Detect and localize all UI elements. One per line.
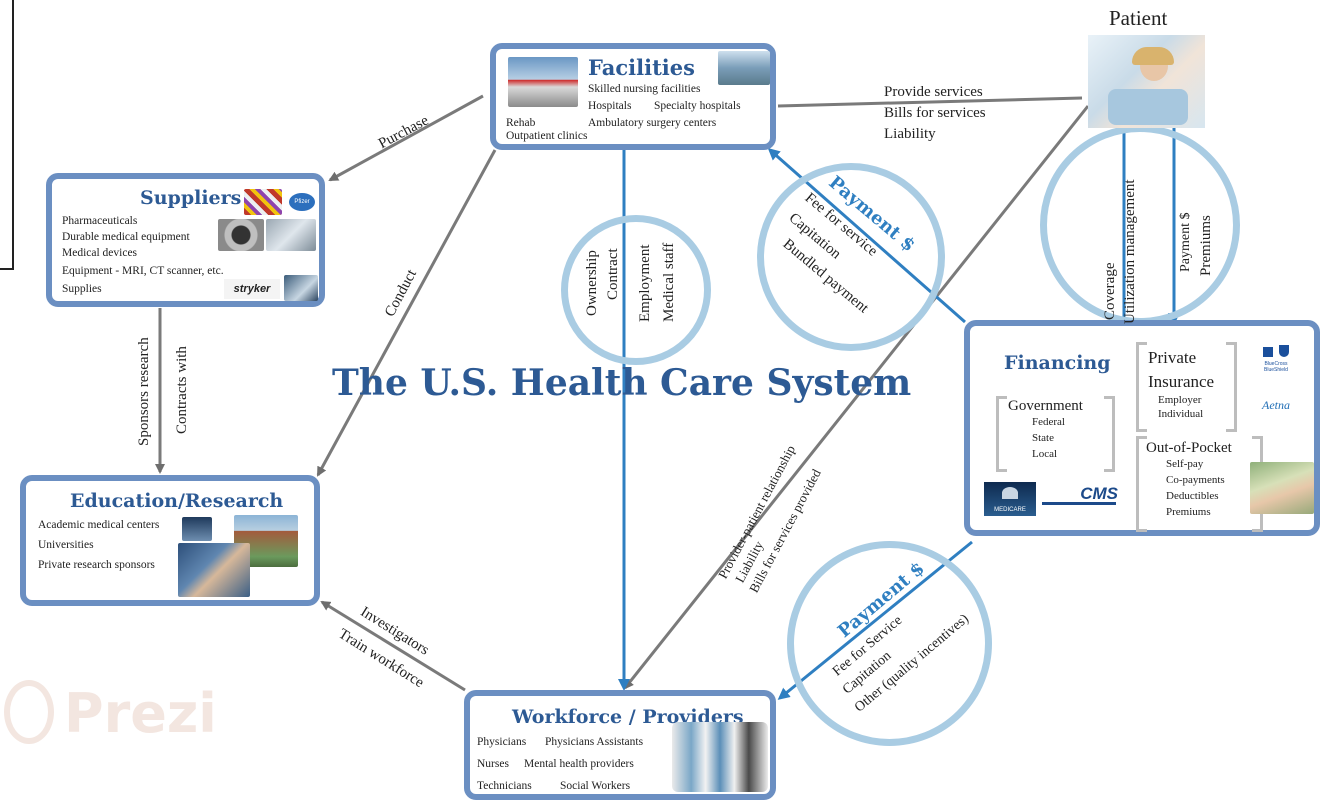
suppliers-item: Medical devices [62,247,138,259]
oop-photo-money [1250,462,1314,514]
suppliers-item: Durable medical equipment [62,231,190,243]
pfizer-logo: Pfizer [289,193,315,211]
financing-box: Financing Private Insurance Employer Ind… [964,320,1320,536]
arrow-investigators [320,600,466,692]
circle-ownership [561,215,711,365]
facilities-item: Ambulatory surgery centers [588,117,717,129]
workforce-item: Technicians [477,780,532,792]
facilities-item: Rehab [506,117,536,129]
line-provide-services [777,96,1083,108]
label-coverage: Coverage [1102,262,1118,320]
suppliers-item: Supplies [62,283,102,295]
workforce-photo-staff [672,722,768,792]
prezi-watermark: Prezi [64,682,217,745]
circle-payment-bottom [787,541,992,746]
private-item: Individual [1158,408,1204,420]
facilities-photo-building [718,51,770,85]
label-liability: Liability [884,126,936,142]
education-title: Education/Research [70,490,284,512]
facilities-item: Skilled nursing facilities [588,83,701,95]
workforce-box: Workforce / Providers Physicians Physici… [464,690,776,800]
cms-logo: CMS [1042,484,1124,514]
label-bills-for-services: Bills for services [884,105,986,121]
workforce-item: Social Workers [560,780,631,792]
arrow-conduct [316,149,497,477]
patient-label: Patient [1109,6,1168,30]
suppliers-photo-devices [266,219,316,251]
government-item: Federal [1032,416,1065,428]
arrow-purchase [328,94,484,182]
private-bracket-right [1226,342,1237,432]
label-contracts-with: Contracts with [174,346,190,434]
workforce-item: Physicians [477,736,527,748]
private-insurance-title: Private Insurance [1148,348,1215,391]
education-photo-lab [182,517,212,541]
facilities-box: Facilities Skilled nursing facilities Ho… [490,43,776,150]
medicare-logo: MEDICARE [984,482,1036,516]
private-item: Employer [1158,394,1202,406]
label-ownership: Ownership [584,250,600,316]
prezi-logo-icon [4,680,54,744]
label-utilization: Utilization management [1122,179,1138,324]
education-photo-doctors [178,543,250,597]
bluecross-logo: BlueCross BlueShield [1256,342,1296,373]
suppliers-photo-pills [244,189,282,215]
label-provide-services: Provide services [884,84,983,100]
suppliers-photo-mri [218,219,264,251]
label-employment: Employment [637,244,653,323]
stryker-logo: stryker [224,279,280,299]
private-bracket-left [1136,342,1147,432]
suppliers-photo-supplies [284,275,318,301]
facilities-item: Hospitals [588,100,632,112]
oop-title: Out-of-Pocket [1146,440,1232,456]
facilities-photo-hospital [508,57,578,107]
suppliers-box: Suppliers Pfizer Pharmaceuticals Durable… [46,173,325,307]
bluecross-text: BlueCross BlueShield [1264,361,1288,373]
government-bracket-right [1104,396,1115,472]
oop-bracket-left [1136,436,1147,532]
workforce-item: Mental health providers [524,758,634,770]
aetna-logo: Aetna [1262,398,1290,412]
government-bracket-left [996,396,1007,472]
label-medical-staff: Medical staff [661,242,677,322]
suppliers-title: Suppliers [140,187,242,209]
education-item: Universities [38,539,94,551]
oop-item: Deductibles [1166,490,1219,502]
label-payment-premium: Payment $ [1178,212,1193,273]
left-edge-frame [0,0,14,270]
education-box: Education/Research Academic medical cent… [20,475,320,606]
facilities-item: Outpatient clinics [506,130,588,142]
label-contract: Contract [605,248,621,300]
patient-photo [1088,35,1205,128]
facilities-title: Facilities [588,55,695,80]
financing-title: Financing [1004,352,1111,374]
medicare-text: MEDICARE [994,507,1026,513]
government-item: State [1032,432,1054,444]
workforce-item: Physicians Assistants [545,736,644,748]
education-item: Academic medical centers [38,519,160,531]
facilities-item: Specialty hospitals [654,100,741,112]
oop-item: Self-pay [1166,458,1204,470]
cms-text: CMS [1080,484,1118,503]
workforce-item: Nurses [477,758,509,770]
education-item: Private research sponsors [38,559,155,571]
oop-item: Co-payments [1166,474,1225,486]
circle-payment-top [757,163,945,351]
government-item: Local [1032,448,1058,460]
arrow-provider-patient [623,105,1090,690]
suppliers-item: Pharmaceuticals [62,215,138,227]
label-premiums: Premiums [1198,215,1214,276]
diagram-title: The U.S. Health Care System [332,362,912,404]
government-title: Government [1008,398,1083,414]
suppliers-item: Equipment - MRI, CT scanner, etc. [62,265,224,277]
oop-item: Premiums [1166,506,1211,518]
label-sponsors-research: Sponsors research [136,337,152,446]
